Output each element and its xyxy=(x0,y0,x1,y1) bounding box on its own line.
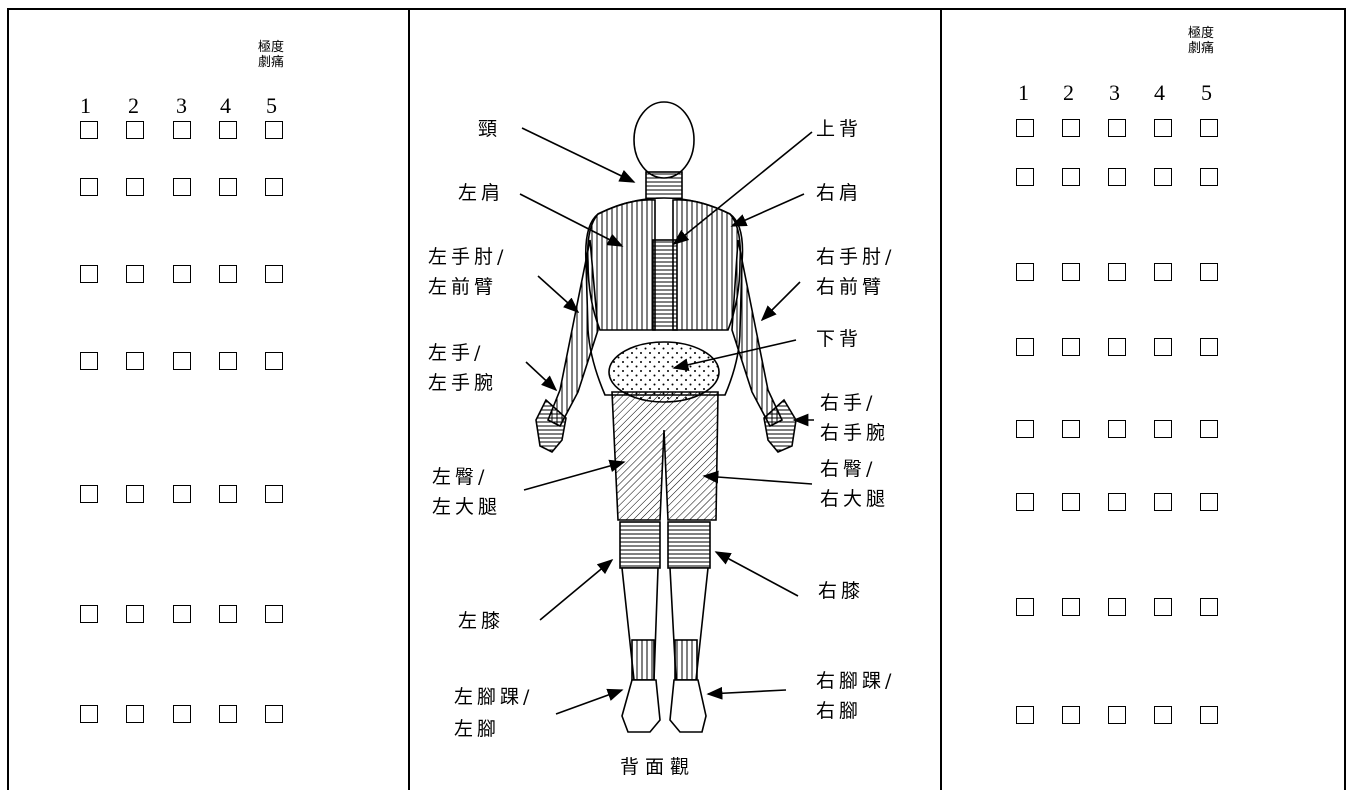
body-outline xyxy=(536,102,796,732)
label-right-elbow-2: 右前臂 xyxy=(816,274,885,300)
right-ankle-region xyxy=(675,640,697,680)
arrow-left-elbow xyxy=(538,276,578,312)
arrow-left-knee xyxy=(540,560,612,620)
label-right-wrist-2: 右手腕 xyxy=(820,420,889,446)
arrow-right-ankle xyxy=(708,690,786,694)
right-knee-region xyxy=(668,522,710,568)
label-right-hip-1: 右臀/ xyxy=(820,456,876,482)
figure-caption: 背面觀 xyxy=(620,752,695,779)
label-right-hip-2: 右大腿 xyxy=(820,486,889,512)
label-left-elbow-2: 左前臂 xyxy=(428,274,497,300)
label-left-hip-2: 左大腿 xyxy=(432,494,501,520)
arrow-right-knee xyxy=(716,552,798,596)
label-right-ankle-2: 右腳 xyxy=(816,698,862,724)
label-left-knee: 左膝 xyxy=(458,608,504,634)
right-shoulder-region xyxy=(673,200,740,330)
label-left-wrist-1: 左手/ xyxy=(428,340,484,366)
arrow-neck xyxy=(522,128,634,182)
label-left-wrist-2: 左手腕 xyxy=(428,370,497,396)
arrow-right-shoulder xyxy=(732,194,804,226)
label-left-shoulder: 左肩 xyxy=(458,180,504,206)
arrow-right-elbow xyxy=(762,282,800,320)
label-left-elbow-1: 左手肘/ xyxy=(428,244,507,270)
label-right-elbow-1: 右手肘/ xyxy=(816,244,895,270)
hip-thigh-region xyxy=(612,392,718,520)
arrow-left-hip xyxy=(524,462,624,490)
arrow-left-wrist xyxy=(526,362,556,390)
left-knee-region xyxy=(620,522,660,568)
label-left-ankle-1: 左腳踝/ xyxy=(454,684,533,710)
label-left-hip-1: 左臀/ xyxy=(432,464,488,490)
left-ankle-region xyxy=(632,640,654,680)
label-right-shoulder: 右肩 xyxy=(816,180,862,206)
label-left-ankle-2: 左腳 xyxy=(454,716,500,742)
arrow-left-ankle xyxy=(556,690,622,714)
arrow-right-hip xyxy=(704,476,812,484)
label-right-knee: 右膝 xyxy=(818,578,864,604)
left-arm-region xyxy=(548,240,598,426)
upper-back-region xyxy=(653,240,677,330)
right-arm-region xyxy=(732,240,782,426)
label-lower-back: 下背 xyxy=(816,326,862,352)
label-upper-back: 上背 xyxy=(816,116,862,142)
left-foot-shape xyxy=(622,680,660,732)
label-right-wrist-1: 右手/ xyxy=(820,390,876,416)
head-shape xyxy=(634,102,694,178)
left-shoulder-region xyxy=(588,200,655,330)
arrow-upper-back xyxy=(674,132,812,244)
label-neck: 頸 xyxy=(478,116,501,142)
label-right-ankle-1: 右腳踝/ xyxy=(816,668,895,694)
right-foot-shape xyxy=(670,680,706,732)
